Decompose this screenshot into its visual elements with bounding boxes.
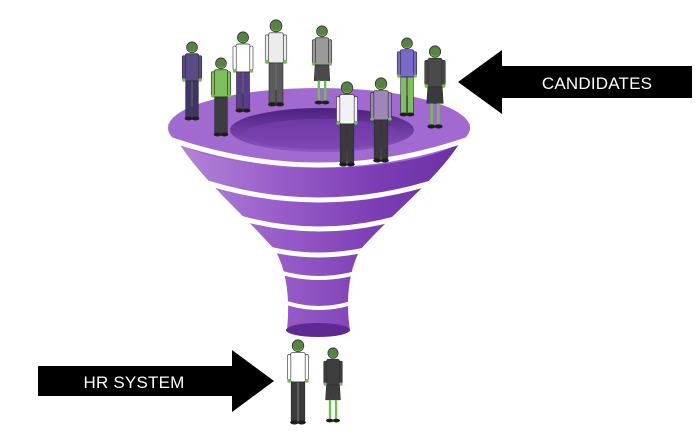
person-figure: [287, 339, 309, 425]
person-figure: [396, 37, 418, 117]
hr-system-label: HR SYSTEM: [84, 373, 185, 392]
funnel-band: [261, 264, 377, 280]
candidates-label: CANDIDATES: [542, 74, 652, 93]
person-figure: [370, 77, 392, 163]
funnel-band: [191, 175, 447, 203]
candidates-arrow-shape: [458, 50, 692, 114]
hired-figures: [287, 339, 343, 425]
person-figure: [232, 31, 254, 113]
funnel-band: [171, 137, 467, 168]
candidate-figures: [181, 19, 446, 167]
funnel: [168, 88, 470, 337]
person-figure: [181, 41, 203, 121]
hr-system-arrow-shape: [38, 350, 274, 412]
person-figure: [323, 347, 343, 423]
candidates-arrow: CANDIDATES: [458, 50, 692, 114]
person-figure: [311, 25, 333, 105]
person-figure: [210, 57, 232, 137]
funnel-band: [277, 298, 361, 310]
hr-system-arrow: HR SYSTEM: [38, 350, 274, 412]
funnel-spout: [286, 323, 350, 337]
funnel-band: [214, 207, 424, 232]
person-figure: [264, 19, 288, 107]
person-figure: [424, 45, 446, 129]
person-figure: [336, 81, 358, 167]
funnel-band: [239, 237, 399, 258]
